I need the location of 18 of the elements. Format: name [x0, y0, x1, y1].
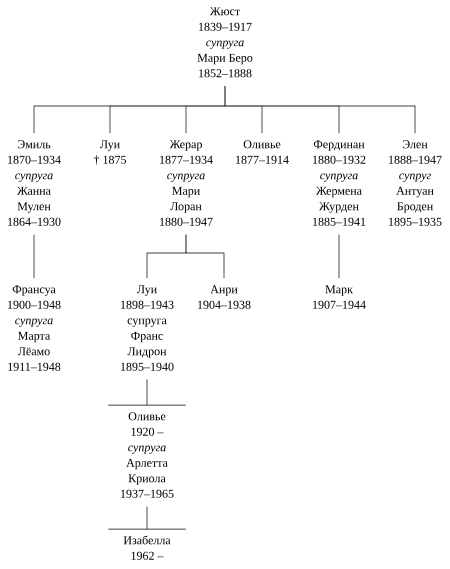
person-entry: Элен 1888–1947 супруг Антуан Броден 1895–1935 [389, 140, 442, 226]
connector-line [338, 234, 340, 278]
person-entry: Эмиль 1870–1934 супруга Жанна Мулен 1864–1930 [8, 140, 61, 226]
person-entry: Оливье 1920 – супруга Арлетта Криола 1937–1965 [121, 412, 174, 498]
person-entry: Фердинан 1880–1932 супруга Жермена Журден 1885–1941 [313, 140, 366, 226]
person-entry: Марк 1907–1944 [313, 285, 366, 309]
connector-line [186, 234, 224, 278]
person-entry: Жерар 1877–1934 супруга Мари Лоран 1880–1947 [160, 140, 213, 226]
connector-line [108, 379, 186, 406]
person-entry: Изабелла 1962 – [124, 536, 170, 560]
connector-line [224, 86, 416, 134]
connector-line [108, 506, 186, 530]
person-entry: Жюст 1839–1917 супруга Мари Беро 1852–1888 [198, 7, 252, 78]
person-entry: Франсуа 1900–1948 супруга Марта Лёамо 1911–1948 [8, 285, 61, 371]
person-entry: Анри 1904–1938 [198, 285, 251, 309]
person-entry: Луи 1898–1943 супруга Франс Лидрон 1895–1940 [121, 285, 174, 371]
person-entry: Луи † 1875 [94, 140, 126, 166]
person-entry: Оливье 1877–1914 [236, 140, 289, 164]
